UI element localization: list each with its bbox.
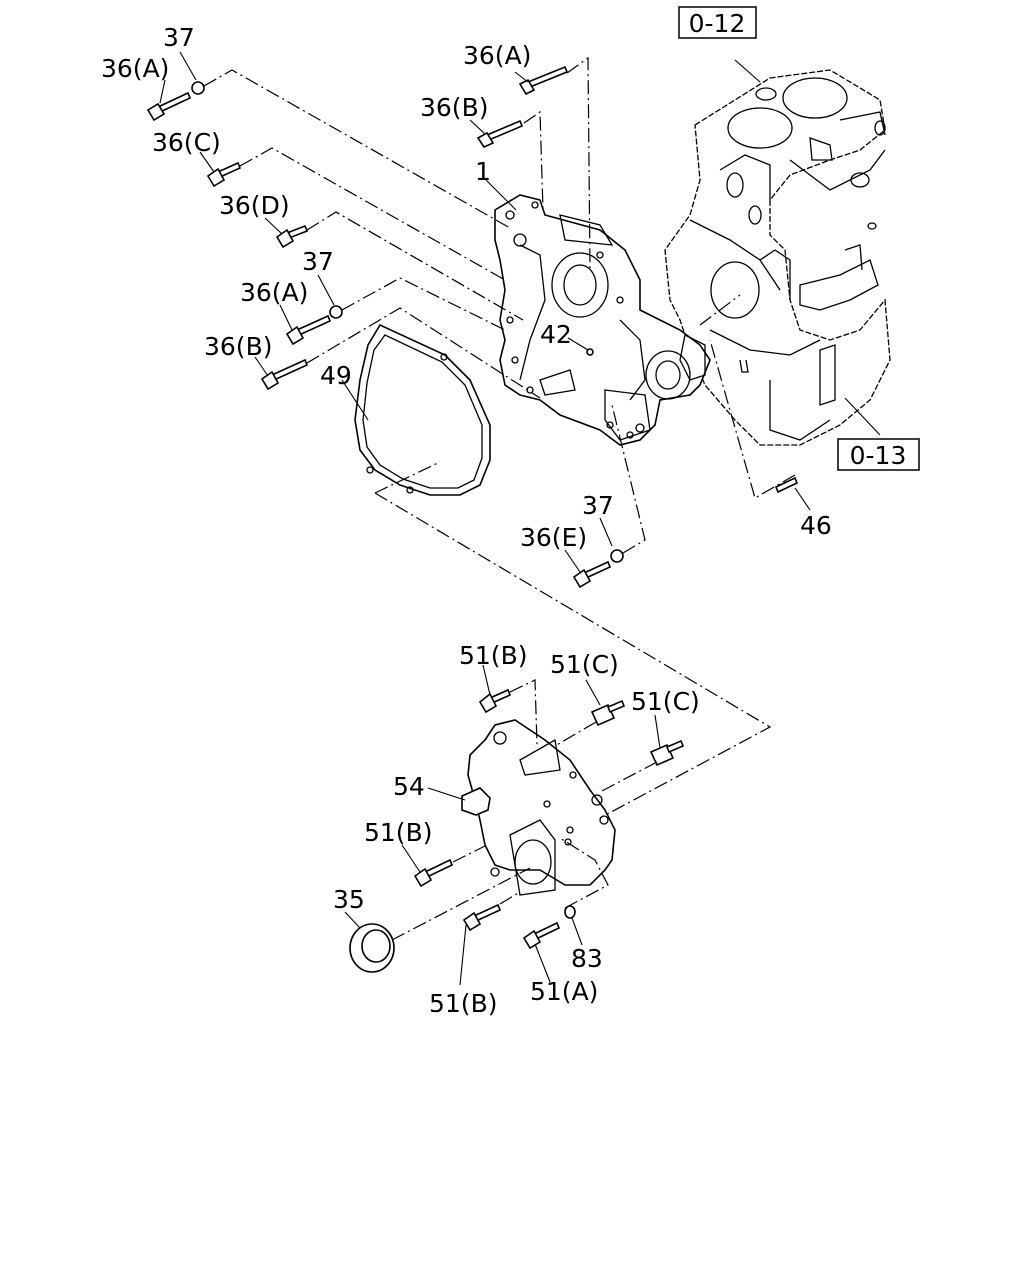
callout-36a-left-top: 36(A): [101, 54, 169, 83]
cover-plate-illustration: [467, 719, 616, 896]
callout-49: 49: [320, 361, 352, 390]
callout-36c: 36(C): [152, 128, 221, 157]
callout-42: 42: [540, 320, 572, 349]
callout-36e: 36(E): [520, 523, 587, 552]
callout-36b-top: 36(B): [420, 93, 488, 122]
reference-box-upper[interactable]: 0-12: [678, 6, 757, 39]
callout-51b-top: 51(B): [459, 641, 527, 670]
callout-51c-top: 51(C): [550, 650, 619, 679]
callout-83: 83: [571, 944, 603, 973]
callout-37-mid: 37: [302, 247, 334, 276]
callout-54: 54: [393, 772, 425, 801]
callout-51b-left: 51(B): [364, 818, 432, 847]
callout-36a-top: 36(A): [463, 41, 531, 70]
callout-36a-mid: 36(A): [240, 278, 308, 307]
gear-case-illustration: [494, 194, 711, 446]
callout-labels: 37 36(A) 36(A) 36(B) 36(C) 1 36(D) 37 36…: [101, 23, 832, 1018]
reference-label-upper: 0-12: [689, 9, 746, 38]
reference-label-lower: 0-13: [850, 441, 907, 470]
callout-1: 1: [475, 157, 491, 186]
lower-fasteners: [349, 688, 685, 973]
callout-37-low: 37: [582, 491, 614, 520]
callout-36d: 36(D): [219, 191, 290, 220]
callout-35: 35: [333, 885, 365, 914]
assembly-lines: [203, 56, 796, 941]
callout-46: 46: [800, 511, 832, 540]
callout-51c-right: 51(C): [631, 687, 700, 716]
leader-lines: [159, 51, 881, 986]
callout-37-top: 37: [163, 23, 195, 52]
callout-36b-mid: 36(B): [204, 332, 272, 361]
engine-block-illustration: [664, 69, 891, 446]
gasket-illustration: [354, 323, 491, 496]
reference-box-lower[interactable]: 0-13: [837, 438, 920, 471]
upper-fasteners: [146, 65, 799, 589]
callout-51a: 51(A): [530, 977, 598, 1006]
callout-51b-bottom: 51(B): [429, 989, 497, 1018]
